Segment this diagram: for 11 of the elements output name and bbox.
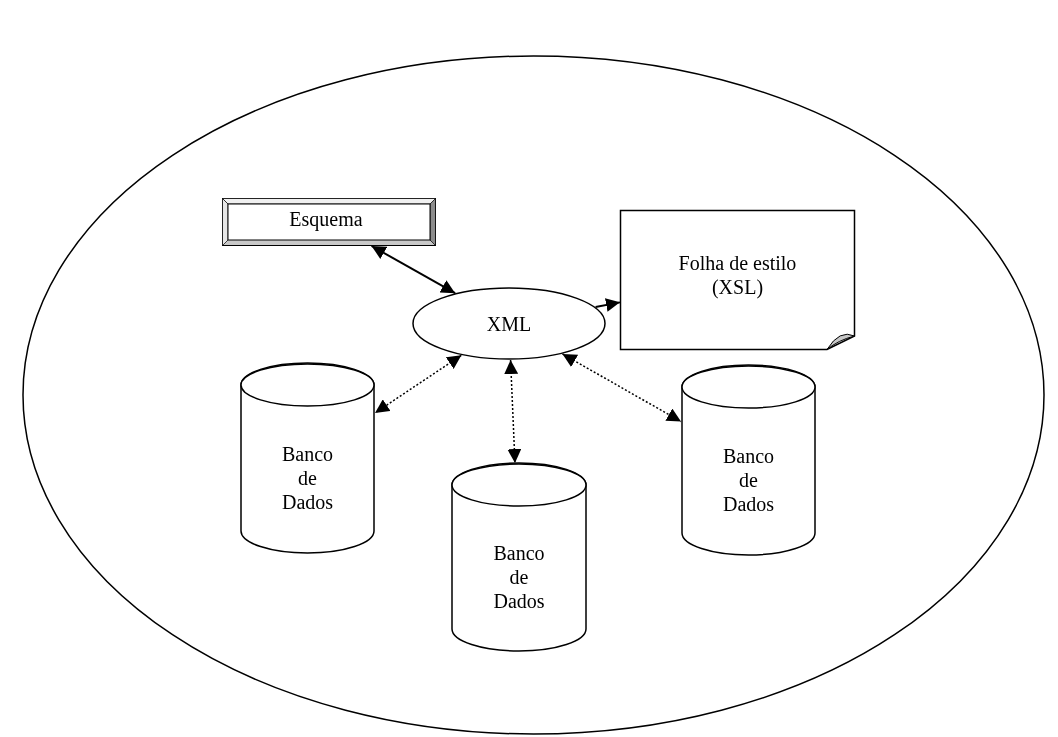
node-label: Folha de estilo (XSL) bbox=[677, 251, 798, 299]
node-label: Banco de Dados bbox=[721, 444, 776, 516]
arrow bbox=[374, 354, 463, 414]
node-label: Esquema bbox=[289, 207, 363, 231]
node-label: Banco de Dados bbox=[280, 442, 335, 514]
arrow bbox=[594, 298, 621, 312]
node-label: XML bbox=[486, 311, 532, 336]
arrow bbox=[561, 353, 682, 423]
arrow bbox=[504, 359, 522, 464]
node-label: Banco de Dados bbox=[492, 541, 546, 613]
arrow bbox=[370, 245, 457, 295]
